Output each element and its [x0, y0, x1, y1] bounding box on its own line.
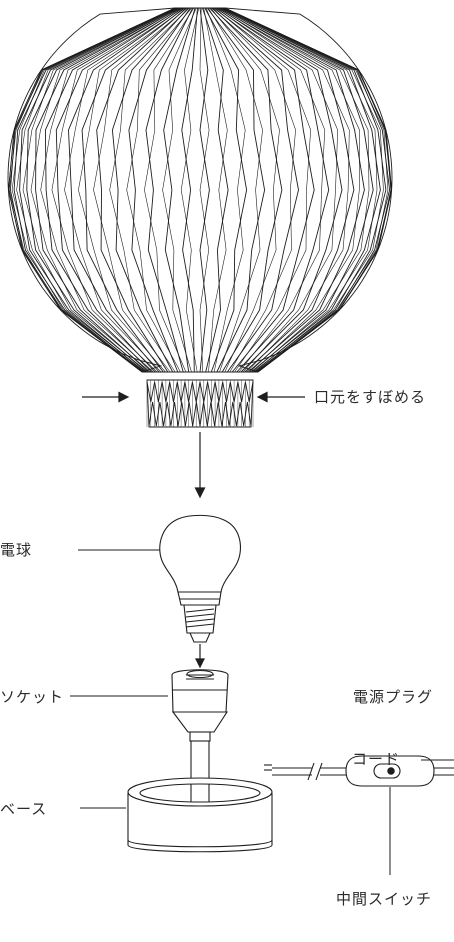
pleat-line — [204, 7, 248, 373]
pleat-line — [93, 7, 188, 373]
pleat-line — [199, 7, 210, 373]
pleat-line — [181, 7, 198, 373]
pleat-line — [109, 7, 190, 373]
lamp-stem — [190, 741, 210, 778]
label-plug: 電源プラグ — [353, 688, 434, 706]
pleat-line — [219, 7, 350, 373]
leader-lines — [70, 549, 454, 875]
pleat-line — [26, 7, 178, 373]
pleat-line — [35, 7, 179, 373]
pleat-line — [9, 7, 176, 373]
pleat-line — [128, 7, 191, 373]
pleat-line — [214, 7, 312, 373]
pleat-line — [144, 7, 195, 373]
pleat-line — [213, 7, 315, 373]
label-neck: 口元をすぼめる — [314, 388, 427, 406]
light-bulb — [159, 514, 242, 643]
shade-neck-band — [146, 379, 254, 428]
pleat-line — [220, 7, 365, 373]
pleat-line — [216, 7, 326, 373]
inline-switch — [345, 755, 435, 787]
label-switch: 中間スイッチ — [336, 890, 433, 908]
label-cord: コード — [352, 750, 401, 768]
neck-outline — [146, 379, 254, 428]
pleat-line — [206, 7, 266, 373]
lamp-socket — [171, 669, 229, 742]
pleat-line — [40, 7, 181, 373]
pleat-line — [8, 7, 176, 373]
pleat-line — [8, 7, 176, 373]
pleat-line — [223, 7, 378, 373]
pleat-line — [224, 7, 384, 373]
label-base: ベース — [0, 800, 48, 818]
pleat-line — [162, 7, 197, 373]
down-arrow-icon — [194, 432, 206, 499]
pleat-line — [30, 7, 179, 373]
pleat-line — [205, 7, 246, 373]
pleat-line — [96, 7, 187, 373]
pleat-line — [11, 7, 176, 373]
pleat-line — [44, 7, 180, 373]
pleat-line — [199, 7, 210, 373]
pleat-line — [221, 7, 374, 373]
pleat-line — [8, 7, 176, 373]
pleat-line — [208, 7, 263, 373]
label-bulb: 電球 — [0, 541, 33, 559]
pleat-line — [55, 7, 181, 373]
pleat-line — [81, 7, 185, 373]
lamp-base — [127, 777, 273, 853]
pleat-line — [212, 7, 296, 373]
pleat-line — [210, 7, 280, 373]
pleat-line — [126, 7, 192, 373]
pleat-line — [16, 7, 177, 373]
label-socket: ソケット — [0, 688, 65, 706]
pleat-line — [51, 7, 182, 373]
pleated-lampshade — [7, 7, 393, 373]
pleat-line — [202, 7, 229, 373]
pleat-line — [222, 7, 370, 373]
pleat-line — [217, 7, 343, 373]
pleat-line — [209, 7, 283, 373]
pleat-line — [211, 7, 299, 373]
pleat-line — [215, 7, 330, 373]
pleat-line — [163, 7, 196, 373]
pleat-line — [145, 7, 194, 373]
pleat-line — [224, 7, 392, 373]
pleat-line — [203, 7, 228, 373]
pleat-line — [22, 7, 178, 373]
pleat-line — [78, 7, 186, 373]
pleat-line — [111, 7, 189, 373]
pleat-line — [224, 7, 389, 373]
pleat-line — [219, 7, 355, 373]
pleat-line — [13, 7, 176, 373]
pleat-line — [19, 7, 177, 373]
power-cord — [264, 762, 454, 781]
pleat-line — [222, 7, 381, 373]
pleat-line — [180, 7, 200, 373]
neck-squeeze-arrows — [82, 391, 305, 403]
pleat-line — [221, 7, 360, 373]
pleat-line — [218, 7, 339, 373]
down-arrow-icon — [195, 644, 205, 669]
pleat-line — [64, 7, 184, 373]
pleat-line — [223, 7, 387, 373]
pleat-line — [224, 7, 391, 373]
pleat-line — [68, 7, 183, 373]
